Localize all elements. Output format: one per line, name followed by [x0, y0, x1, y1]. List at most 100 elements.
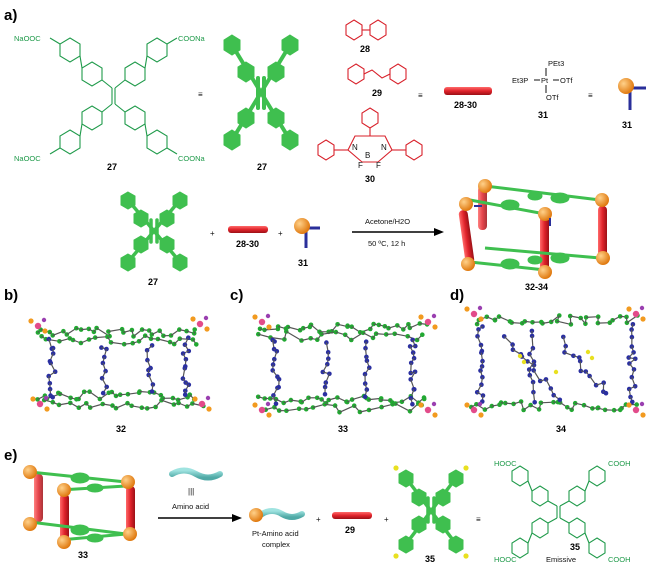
equiv-sign-4: ≡: [476, 515, 481, 524]
crystal-ligand-atom: [421, 396, 427, 402]
crystal-pt-atom: [36, 400, 44, 408]
crystal-bond: [285, 330, 302, 342]
crystal-ligand-atom: [511, 401, 516, 407]
crystal-bond: [350, 332, 364, 341]
label-35-structure: 35: [570, 542, 580, 552]
crystal-p-atom: [432, 412, 438, 418]
plus-sign-1: +: [210, 229, 215, 238]
crystal-pt-atom: [632, 310, 640, 318]
group-coona-bottom: COONa: [178, 154, 206, 163]
cartoon-27-reactant: [120, 191, 188, 272]
crystal-ligand-atom: [281, 400, 287, 406]
crystal-p-atom: [252, 402, 258, 408]
group-otf-bottom: OTf: [546, 93, 559, 102]
crystal-pillar-atom: [630, 399, 635, 405]
crystal-bodipy-atom: [532, 400, 537, 405]
crystal-ligand-atom: [420, 332, 425, 338]
arrowhead-e: [232, 514, 242, 522]
label-32-34: 32-34: [525, 282, 548, 292]
equiv-sign-3: ≡: [588, 91, 593, 100]
crystal-pt-atom: [258, 318, 266, 326]
crystal-ligand-atom: [489, 403, 495, 409]
crystal-pt-atom: [470, 310, 478, 318]
crystal-pt-atom: [424, 406, 432, 414]
crystal-pillar-atom: [479, 382, 484, 388]
crystal-p-atom: [30, 396, 36, 402]
atom-n-right: N: [381, 143, 387, 152]
group-et3p: Et3P: [512, 76, 528, 85]
label-31-structure: 31: [538, 110, 548, 120]
crystal-bodipy-atom: [603, 390, 609, 396]
crystal-pt-atom: [198, 400, 206, 408]
crystal-pillar-atom: [149, 389, 155, 394]
crystal-f-atom: [553, 369, 559, 375]
crystal-o-atom: [203, 315, 209, 321]
crystal-ligand-atom: [78, 327, 84, 332]
crystal-p-atom: [418, 314, 424, 320]
crystal-pt-atom: [196, 320, 204, 328]
crystal-pt-atom: [470, 406, 478, 414]
crystal-o-atom: [639, 305, 645, 311]
label-34: 34: [556, 424, 566, 434]
crystal-ligand-atom: [366, 397, 372, 402]
group-naooc-bottom: NaOOC: [14, 154, 41, 163]
atom-f-left: F: [358, 161, 363, 170]
plus-sign-4: +: [384, 515, 389, 524]
crystal-p-atom: [640, 412, 646, 418]
label-31-reactant: 31: [298, 258, 308, 268]
crystal-o-atom: [265, 401, 271, 407]
condition-solvent: Acetone/H2O: [365, 217, 410, 226]
atom-f-right: F: [376, 161, 381, 170]
label-28: 28: [360, 44, 370, 54]
crystal-ligand-atom: [262, 327, 267, 333]
crystal-ligand-atom: [106, 329, 111, 334]
crystal-p-atom: [192, 396, 198, 402]
crystal-ligand-atom: [192, 327, 197, 332]
label-emissive: Emissive: [546, 555, 576, 564]
crystal-p-atom: [266, 412, 272, 418]
crystal-ligand-atom: [92, 335, 98, 340]
rod-28-30-reactant: [228, 226, 268, 233]
crystal-bodipy-atom: [557, 397, 563, 403]
crystal-f-atom: [585, 349, 591, 355]
cage-32-34: [458, 179, 610, 279]
equiv-sign-1: ≡: [198, 90, 203, 99]
cartoon-35: [393, 465, 469, 559]
label-29-e: 29: [345, 525, 355, 535]
crystal-f-atom: [589, 355, 595, 361]
crystal-p-atom: [418, 402, 424, 408]
crystal-structures: [28, 305, 646, 418]
atom-b: B: [365, 151, 370, 160]
crystal-o-atom: [431, 401, 437, 407]
crystal-pillar-atom: [276, 377, 282, 382]
crystal-ligand-atom: [383, 332, 389, 337]
atom-pt: Pt: [541, 76, 549, 85]
crystal-ligand-atom: [282, 337, 287, 342]
label-29: 29: [372, 88, 382, 98]
crystal-pillar-atom: [50, 395, 55, 400]
crystal-ligand-atom: [474, 321, 480, 327]
label-complex-line1: Pt-Amino acid: [252, 529, 299, 538]
group-hooc-top: HOOC: [494, 459, 517, 468]
crystal-pillar-atom: [99, 376, 105, 381]
crystal-p-atom: [464, 306, 470, 312]
cage-33-cartoon: [23, 465, 137, 549]
structure-28: [345, 19, 387, 41]
structure-27: [49, 37, 178, 155]
label-27-cartoon: 27: [257, 162, 267, 172]
label-35-cartoon: 35: [425, 554, 435, 564]
crystal-ligand-atom: [590, 406, 595, 411]
amino-acid-wave: [169, 467, 223, 481]
crystal-p-atom: [626, 402, 632, 408]
pt-node-cartoon-31: [618, 78, 646, 110]
group-otf-right: OTf: [560, 76, 573, 85]
crystal-ligand-atom: [191, 331, 197, 336]
crystal-ligand-atom: [50, 333, 55, 338]
crystal-pillar-atom: [362, 394, 368, 400]
crystal-p-atom: [478, 412, 484, 418]
crystal-pt-atom: [424, 318, 432, 326]
group-hooc-bottom: HOOC: [494, 555, 517, 564]
crystal-o-atom: [43, 395, 49, 401]
crystal-p-atom: [464, 402, 470, 408]
